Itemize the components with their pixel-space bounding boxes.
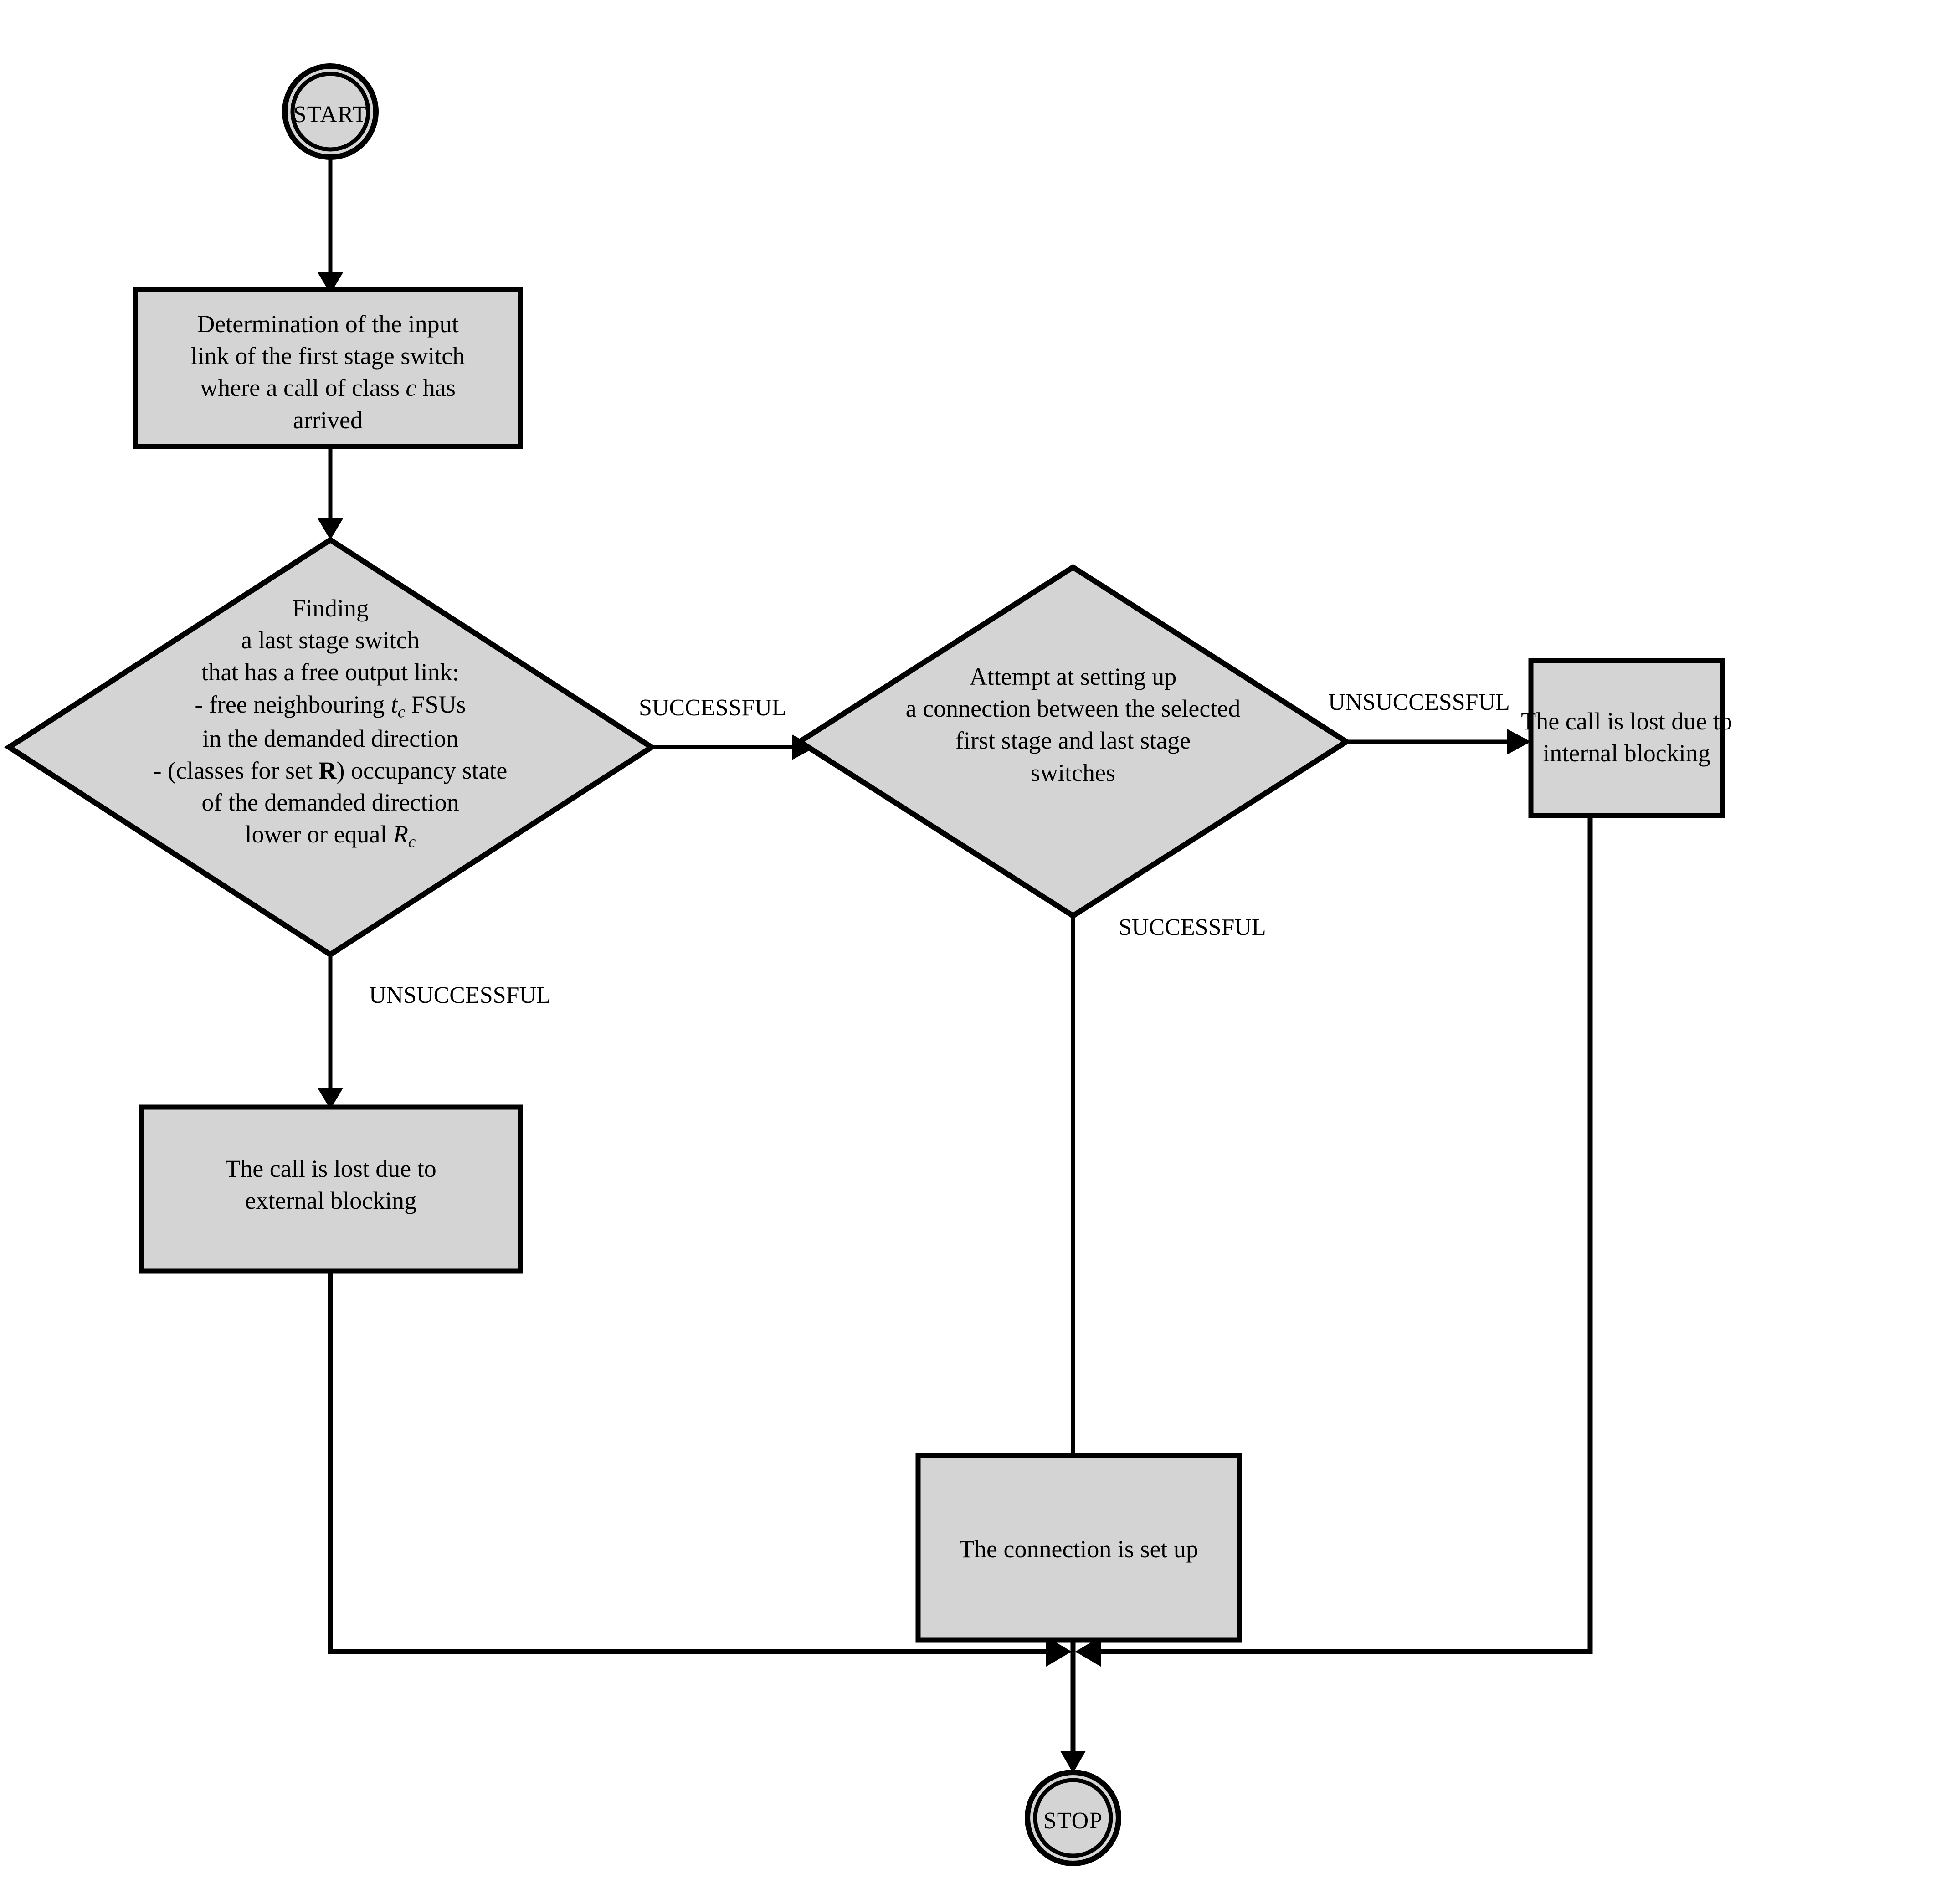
edge-finding-to-attempt <box>652 734 816 760</box>
edge-label-finding-successful: SUCCESSFUL <box>639 695 786 721</box>
node-connection-set-up[interactable] <box>915 1453 1242 1643</box>
edge-external-to-stop <box>328 1271 1072 1667</box>
edge-attempt-to-internal <box>1346 729 1531 754</box>
edge-internal-to-stop <box>1075 816 1593 1667</box>
edge-determination-to-finding <box>318 446 343 540</box>
edge-finding-to-external <box>318 955 343 1109</box>
node-internal-blocking[interactable] <box>1528 658 1725 818</box>
edge-start-to-determination <box>318 158 343 294</box>
node-external-blocking[interactable] <box>139 1104 523 1274</box>
node-determination[interactable] <box>133 287 523 449</box>
node-finding[interactable] <box>4 536 657 958</box>
node-stop[interactable] <box>1025 1770 1121 1866</box>
edge-label-attempt-successful: SUCCESSFUL <box>1119 914 1266 940</box>
edge-connection-to-stop <box>1060 1640 1086 1773</box>
node-start[interactable] <box>282 63 379 160</box>
edge-label-attempt-unsuccessful: UNSUCCESSFUL <box>1328 689 1510 715</box>
node-attempt[interactable] <box>794 564 1352 919</box>
edge-label-finding-unsuccessful: UNSUCCESSFUL <box>369 982 551 1008</box>
